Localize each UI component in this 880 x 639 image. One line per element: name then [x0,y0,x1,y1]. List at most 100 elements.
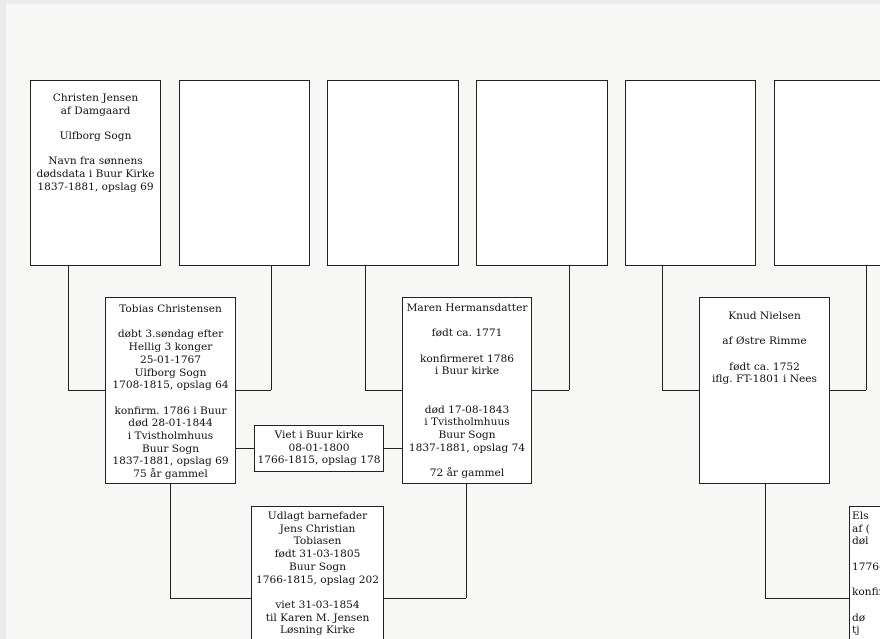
connector-line [271,265,272,390]
box-text-line [702,348,827,361]
connector-line [68,390,106,391]
box-text-line [852,574,880,587]
box-text-line [405,378,529,391]
box-text-line: Udlagt barnefader [267,510,368,522]
paper-left-edge [0,0,6,639]
box-text-line: i Tvistholmhuus [127,430,214,442]
box-text-line: konfirm. 1786 i Buur [114,404,227,417]
connector-line [383,448,403,449]
box-text-line: Ulfborg Sogn [59,130,132,143]
connector-line [662,390,700,391]
box-text-line: død 28-01-1844 [128,417,213,430]
connector-line [235,390,271,391]
box-text-line [852,599,880,612]
person-box-empty[interactable] [327,80,459,266]
box-text-line: Knud Nielsen [728,310,801,322]
box-text-line: tj [852,624,860,637]
box-text-line: døl [852,535,869,548]
connector-line [662,265,663,390]
box-text-line: Buur Sogn [438,428,496,441]
connector-line [170,598,252,599]
box-text-line: 08-01-1800 [288,441,350,454]
connector-line [466,483,467,598]
connector-line [866,265,867,390]
person-box-empty[interactable] [625,80,756,266]
box-text-line: 1766-1815, opslag 178 [257,454,381,467]
box-text-line: af Østre Rimme [722,335,807,348]
box-text-line [108,316,233,329]
box-text-line: Ulfborg Sogn [134,366,207,379]
box-text-line: iflg. FT-1801 i Nees [712,373,817,386]
box-text-line: Viet i Buur kirke [274,429,364,441]
box-text-line [108,392,233,405]
connector-line [765,483,766,598]
box-text-line [852,548,880,561]
connector-line [829,390,866,391]
box-text-line: 1837-1881, opslag 69 [112,455,229,468]
person-box-empty[interactable] [476,80,608,266]
connector-line [365,265,366,390]
box-text-line [405,315,529,328]
box-text-line: konfir [852,586,880,599]
box-text-line: konfirmeret 1786 [420,352,514,365]
box-text-line: 1837-1881, opslag 74 [408,441,526,454]
connector-line [170,483,171,598]
box-text-line [405,454,529,467]
box-text-line: Christen Jensen [52,92,139,104]
box-text-line: Maren Hermansdatter [406,302,528,314]
box-text-line: i Buur kirke [434,365,500,378]
box-text-line: 75 år gammel [133,468,208,481]
box-text-line [702,323,827,336]
box-text-line: til Karen M. Jensen [265,611,370,624]
connector-line [531,390,569,391]
box-text-line: 1837-1881, opslag 69 [37,180,154,193]
box-text-line: Navn fra sønnens [48,155,143,168]
box-text-line: af ( [852,522,870,535]
box-text-line: dødsdata i Buur Kirke [36,168,155,181]
connector-line [383,598,466,599]
person-box-maren-hermansdatter[interactable]: Maren Hermansdatter født ca. 1771 konfirme… [402,297,532,484]
box-text-line: Els [852,510,869,522]
box-text-line [254,586,381,599]
box-text-line: født ca. 1752 [729,360,800,373]
box-text-line: af Damgaard [60,104,131,117]
box-text-line: 25-01-1767 [139,353,202,366]
box-text-line: 1776- [852,560,880,573]
box-text-line: i Tvistholmhuus [424,416,510,429]
box-text-line: født ca. 1771 [431,327,503,340]
box-text-line: 1766-1815, opslag 202 [256,573,379,586]
box-text-line: døbt 3.søndag efter [117,328,224,341]
connector-line [235,448,255,449]
box-text-line [405,391,529,404]
box-text-line: Løsning Kirke [279,624,356,637]
box-text-line: dø [852,611,866,624]
box-text-line: død 17-08-1843 [424,403,510,416]
connector-line [68,265,69,390]
box-text-line: Jens Christian [279,522,356,535]
box-text-line: født 31-03-1805 [274,548,361,561]
box-text-line [33,143,158,156]
box-text-line: Buur Sogn [288,560,347,573]
paper-top-edge [0,0,880,4]
box-text-line: Buur Sogn [141,442,200,455]
box-text-line: 72 år gammel [429,467,505,480]
box-text-line: Tobias Christensen [119,303,222,315]
person-box-empty[interactable] [774,80,880,266]
connector-line [365,390,403,391]
box-text-line [405,340,529,353]
box-text-line: Tobiasen [293,535,342,548]
connector-line [765,598,850,599]
box-text-line: 1708-1815, opslag 64 [112,379,229,392]
box-text-line: Hellig 3 konger [128,341,213,354]
box-text-line [33,117,158,130]
person-box-empty[interactable] [179,80,310,266]
connector-line [569,265,570,390]
box-text-line: viet 31-03-1854 [275,598,360,611]
